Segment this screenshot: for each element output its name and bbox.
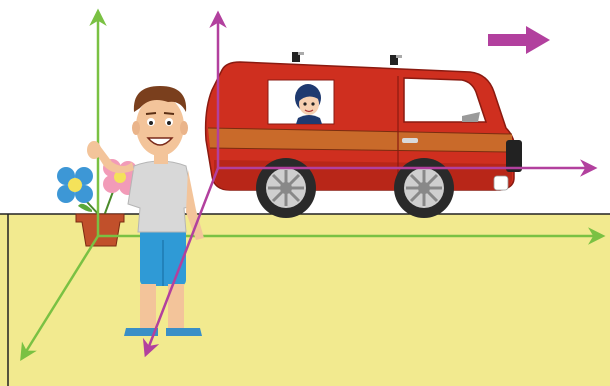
cartoon-driver-face	[295, 84, 322, 124]
